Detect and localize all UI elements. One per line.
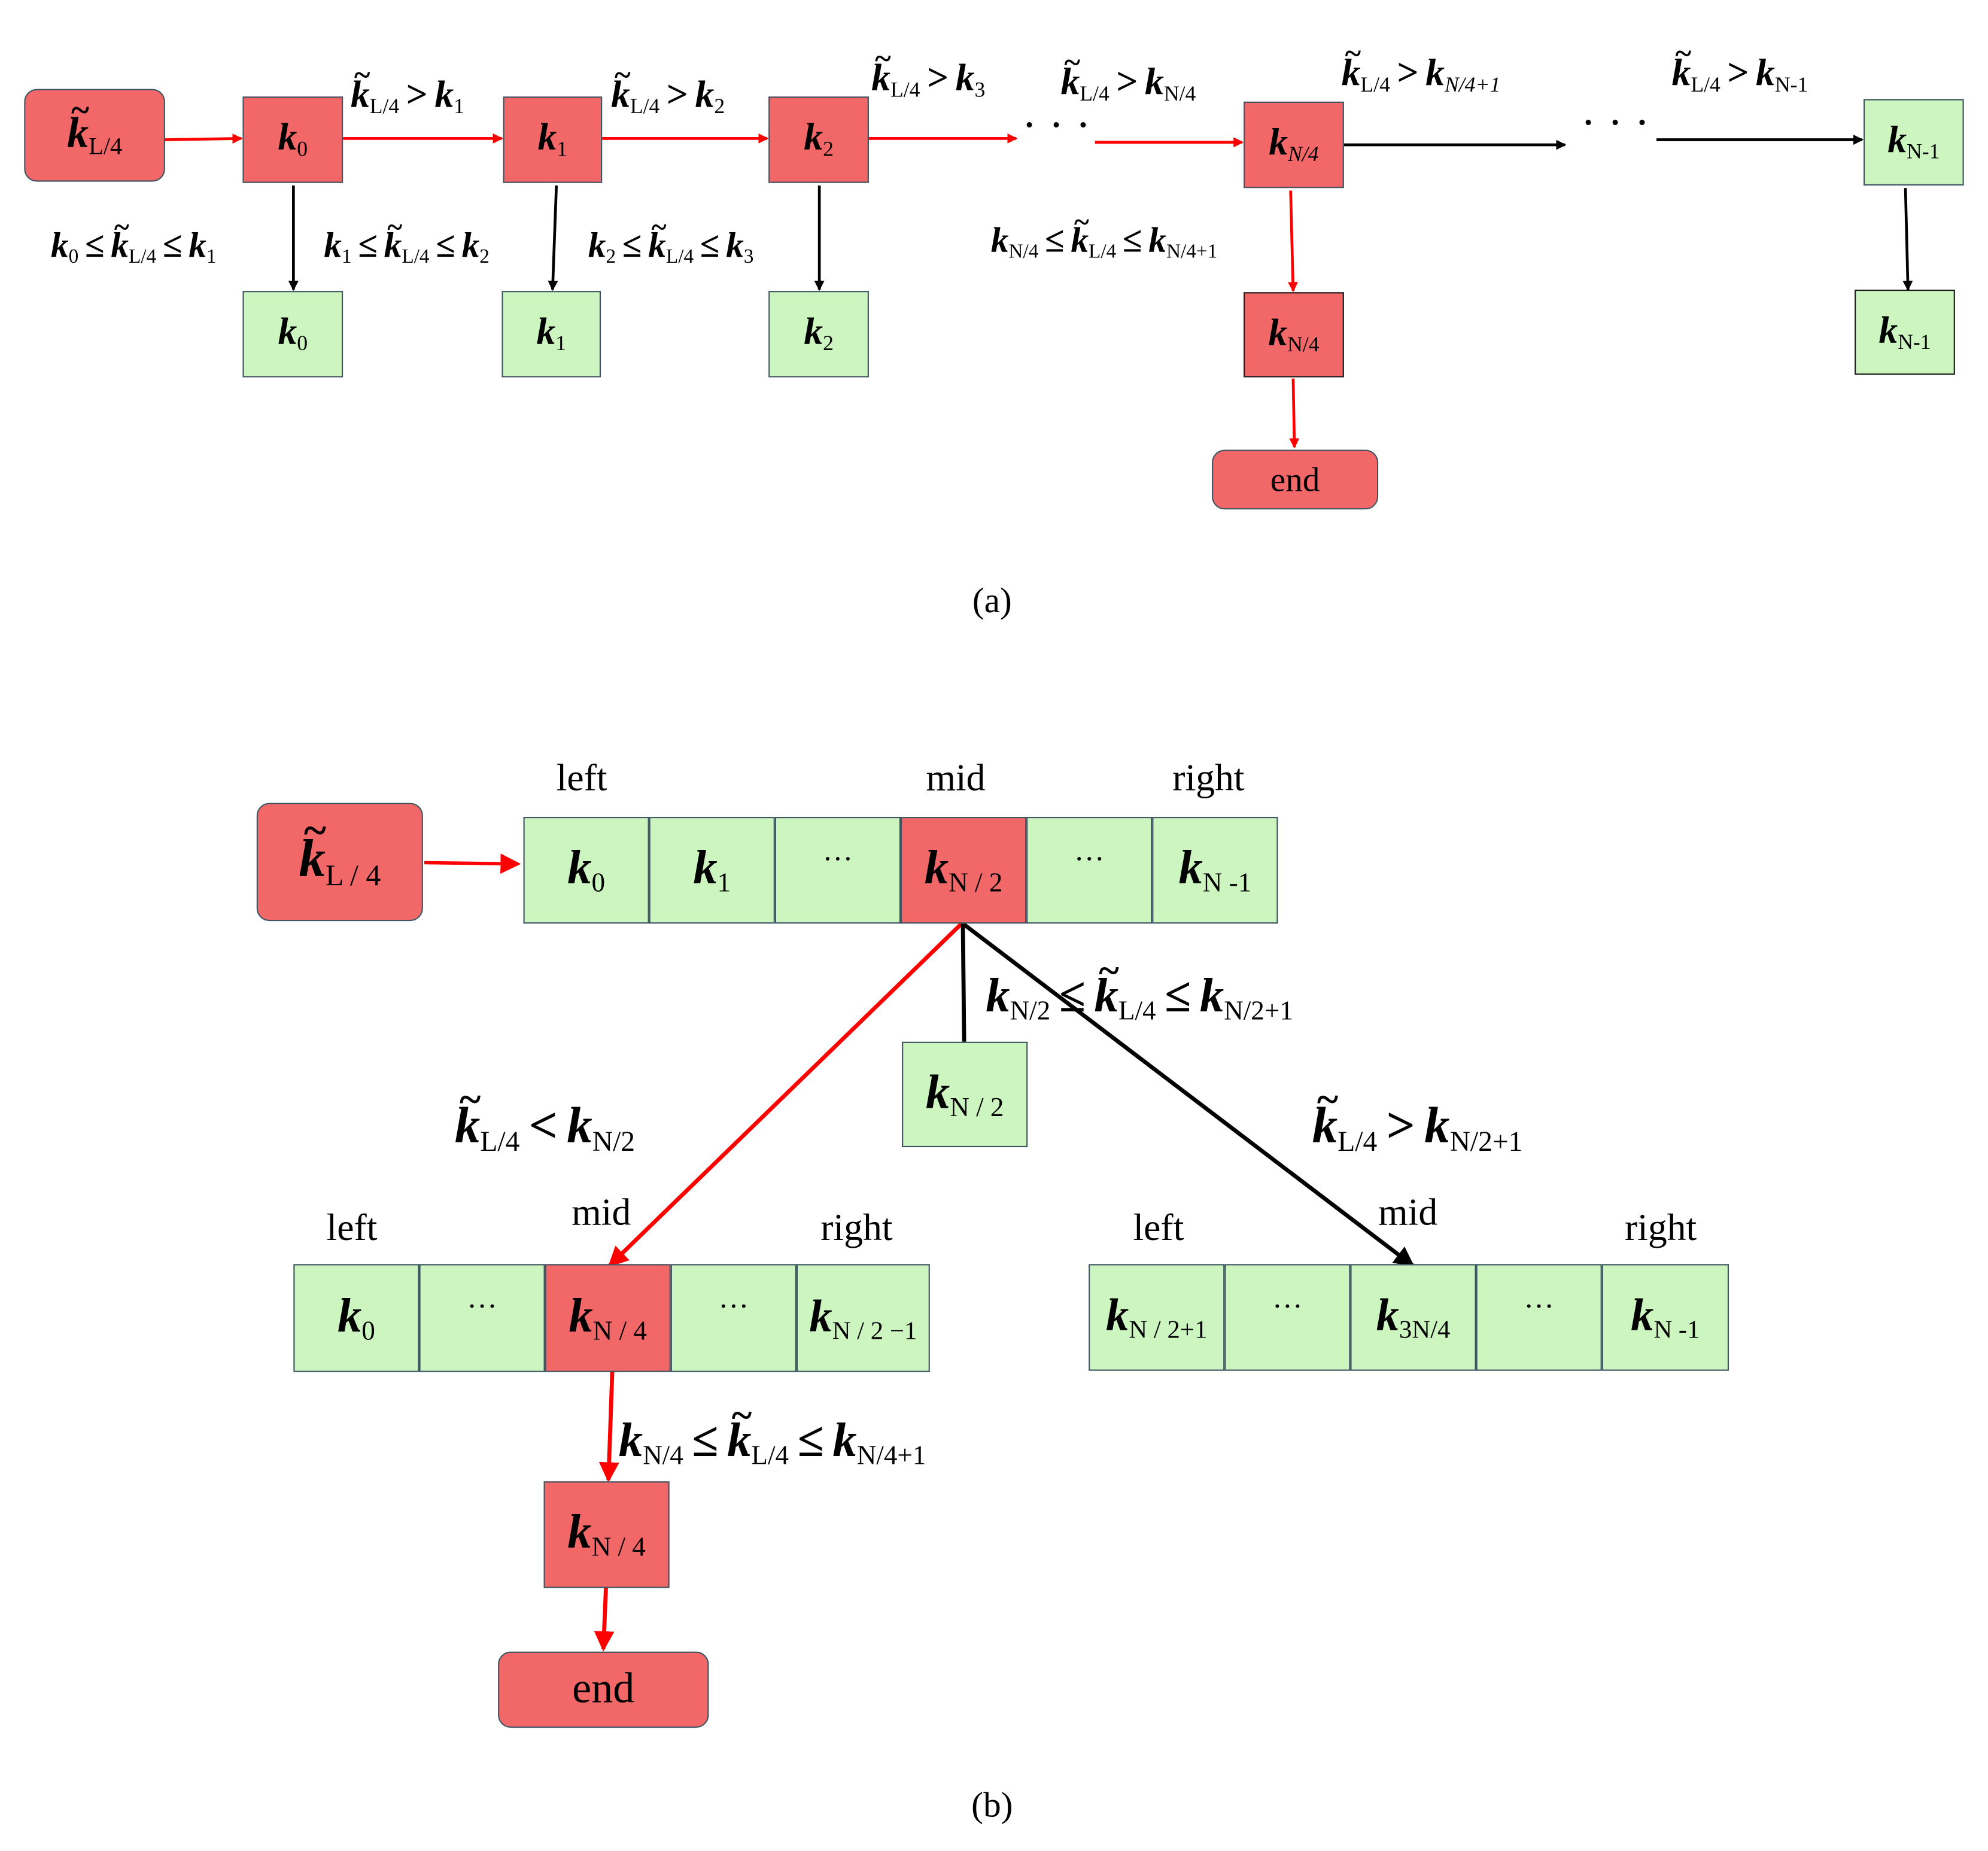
b-less-label: kL/4<kN/2	[455, 1079, 635, 1156]
b-top-array-cell-4: ···	[1026, 817, 1153, 924]
b-top-array-cell-5: kN -1	[1152, 817, 1278, 924]
b-right-array-cell-4: kN -1	[1601, 1264, 1729, 1371]
b-start-node: kL / 4	[256, 803, 423, 922]
a-greater-label-3: kL/4>k3	[871, 44, 985, 102]
b-top-array-cell-mid: kN / 2	[900, 817, 1027, 924]
b-left-array-cell-4: kN / 2 −1	[796, 1264, 930, 1372]
b-final-range-label: kN/4≤kL/4≤kN/4+1	[619, 1396, 926, 1469]
b-top-array-cell-0: k0	[523, 817, 649, 924]
a-chain-node-k2: k2	[768, 96, 869, 183]
b-left-array-cell-mid: kN / 4	[545, 1264, 671, 1372]
a-result-node-k1: k1	[501, 291, 601, 378]
b-mid-result-node: kN / 2	[902, 1041, 1028, 1147]
arrow-kn1-down	[1902, 188, 1913, 291]
arrow-b-mid-to-right-array	[961, 922, 1415, 1268]
b-end-node: end	[498, 1651, 709, 1728]
b-top-mid-pointer: mid	[926, 757, 986, 800]
b-right-array-cell-mid: k3N/4	[1350, 1264, 1476, 1371]
b-right-array-left-pointer: left	[1133, 1206, 1184, 1249]
a-range-label-2: k1≤kL/4≤k2	[324, 214, 490, 268]
arrow-kn4-down	[1288, 190, 1299, 293]
arrow-b-kn4-down	[598, 1370, 619, 1483]
a-range-label-4: kN/4≤kL/4≤kN/4+1	[991, 209, 1218, 263]
b-top-right-pointer: right	[1172, 757, 1245, 800]
arrow-b-mid-to-left-array	[607, 922, 963, 1268]
arrow-k1-down	[548, 185, 558, 291]
a-chain-node-kn4: kN/4	[1244, 101, 1344, 189]
b-right-array-right-pointer: right	[1624, 1206, 1697, 1249]
a-result-node-k2: k2	[768, 291, 869, 378]
a-result-node-k0: k0	[242, 291, 344, 378]
arrow-b-mid-down	[960, 923, 966, 1042]
arrow-b-result-to-end	[594, 1588, 615, 1652]
arrow-start-to-k0	[165, 133, 243, 144]
b-top-array-cell-1: k1	[649, 817, 775, 924]
b-mid-range-label: kN/2≤kL/4≤kN/2+1	[986, 952, 1293, 1025]
a-chain-node-k0: k0	[242, 96, 344, 183]
b-caption: (b)	[971, 1786, 1013, 1826]
a-greater-label-6: kL/4>kN-1	[1671, 39, 1808, 96]
a-range-label-1: k0≤kL/4≤k1	[51, 214, 217, 268]
a-range-label-3: k2≤kL/4≤k3	[588, 214, 754, 268]
arrow-b-start-to-array	[424, 853, 521, 874]
b-right-array-cell-1: ···	[1224, 1264, 1351, 1371]
a-greater-label-2: kL/4>k2	[611, 60, 725, 118]
a-result-node-kn1: kN-1	[1855, 290, 1955, 375]
a-result-node-kn4: kN/4	[1244, 292, 1344, 378]
b-left-array-cell-1: ···	[419, 1264, 545, 1372]
b-left-array-cell-3: ···	[670, 1264, 797, 1372]
a-end-node: end	[1212, 449, 1379, 510]
b-top-array-cell-2: ···	[774, 817, 901, 924]
a-ellipsis-1: · · ·	[1023, 107, 1093, 144]
arrow-kn4-to-end	[1289, 378, 1300, 449]
b-left-array-mid-pointer: mid	[572, 1192, 631, 1234]
b-result-node: kN / 4	[543, 1481, 670, 1588]
b-top-left-pointer: left	[556, 757, 607, 800]
b-left-array-right-pointer: right	[820, 1206, 893, 1249]
b-right-array-mid-pointer: mid	[1378, 1192, 1438, 1234]
a-caption: (a)	[972, 582, 1012, 622]
k-tilde-symbol: k	[67, 94, 89, 155]
a-ellipsis-2: · · ·	[1582, 104, 1652, 141]
b-right-array-cell-0: kN / 2+1	[1089, 1264, 1225, 1371]
a-greater-label-5: kL/4>kN/4+1	[1342, 39, 1501, 96]
a-greater-label-1: kL/4>k1	[351, 60, 464, 118]
a-chain-node-k1: k1	[503, 96, 603, 183]
a-chain-node-kn1: kN-1	[1864, 99, 1964, 186]
b-left-array-cell-0: k0	[293, 1264, 420, 1372]
b-left-array-left-pointer: left	[326, 1206, 378, 1249]
b-right-array-cell-3: ···	[1476, 1264, 1602, 1371]
a-start-node: kL/4	[24, 89, 165, 182]
b-greater-label: kL/4>kN/2+1	[1312, 1079, 1523, 1156]
a-greater-label-4: kL/4>kN/4	[1060, 48, 1196, 105]
